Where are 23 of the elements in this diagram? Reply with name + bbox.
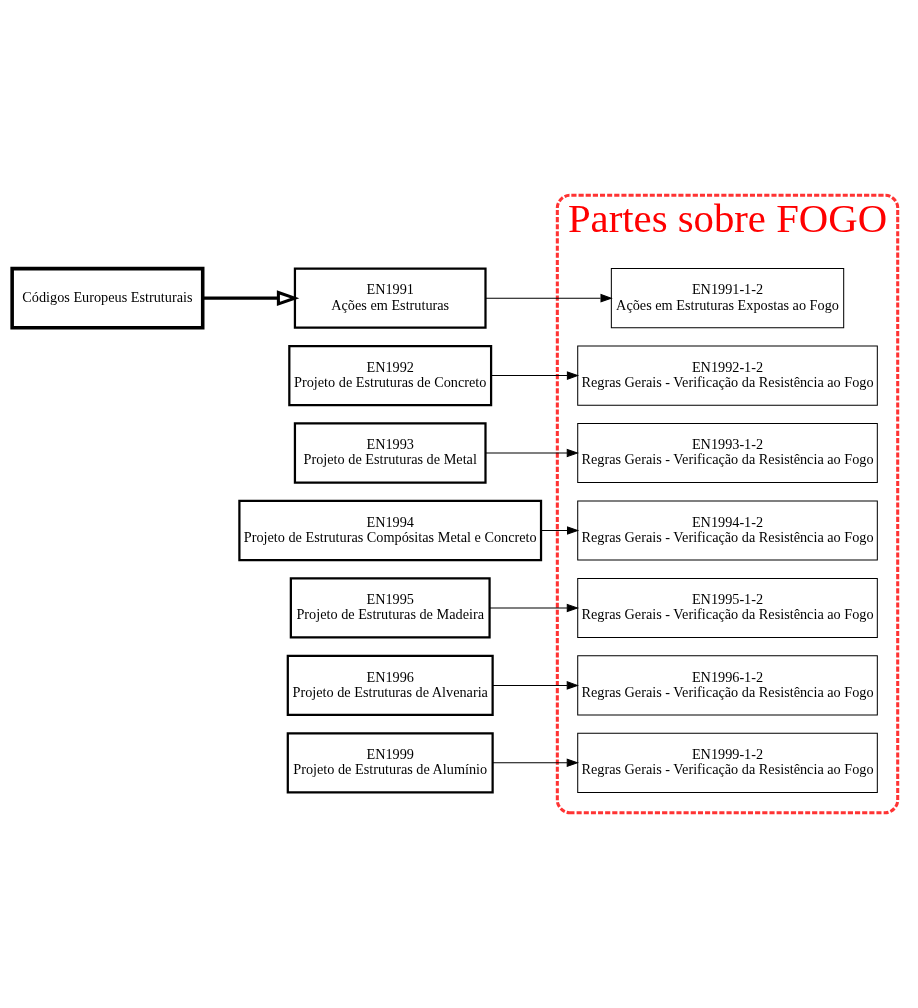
node-box: EN1993-1-2 Regras Gerais - Verificação da Resistência ao Fogo [577,423,878,484]
node-box: EN1992-1-2 Regras Gerais - Verificação da Resistência ao Fogo [577,345,878,406]
node-box: EN1992 Projeto de Estruturas de Concreto [288,344,493,407]
node-box: EN1991-1-2 Ações em Estruturas Expostas ao Fogo [610,268,845,329]
arrow [490,371,580,380]
arrow [485,448,579,458]
arrow [485,293,613,303]
node-box: EN1995 Projeto de Estruturas de Madeira [289,577,491,639]
node-box: EN1999-1-2 Regras Gerais - Verificação da Resistência ao Fogo [577,732,878,793]
arrow [492,681,579,690]
arrow [202,290,300,306]
node-box: EN1999 Projeto de Estruturas de Alumínio [286,732,494,794]
node-box: Códigos Europeus Estruturais [10,266,205,330]
node-box: EN1993 Projeto de Estruturas de Metal [293,422,487,484]
node-box: EN1994 Projeto de Estruturas Compósitas Metal e Concreto [238,499,543,562]
node-box: EN1996-1-2 Regras Gerais - Verificação da Resistência ao Fogo [577,655,878,716]
arrow [489,603,579,613]
node-box: EN1995-1-2 Regras Gerais - Verificação da Resistência ao Fogo [577,577,878,638]
arrow [540,526,580,535]
node-box: EN1996 Projeto de Estruturas de Alvenaria [286,654,494,717]
node-box: EN1994-1-2 Regras Gerais - Verificação da Resistência ao Fogo [577,500,878,561]
node-box: EN1991 Ações em Estruturas [293,267,487,329]
arrow [492,758,579,768]
